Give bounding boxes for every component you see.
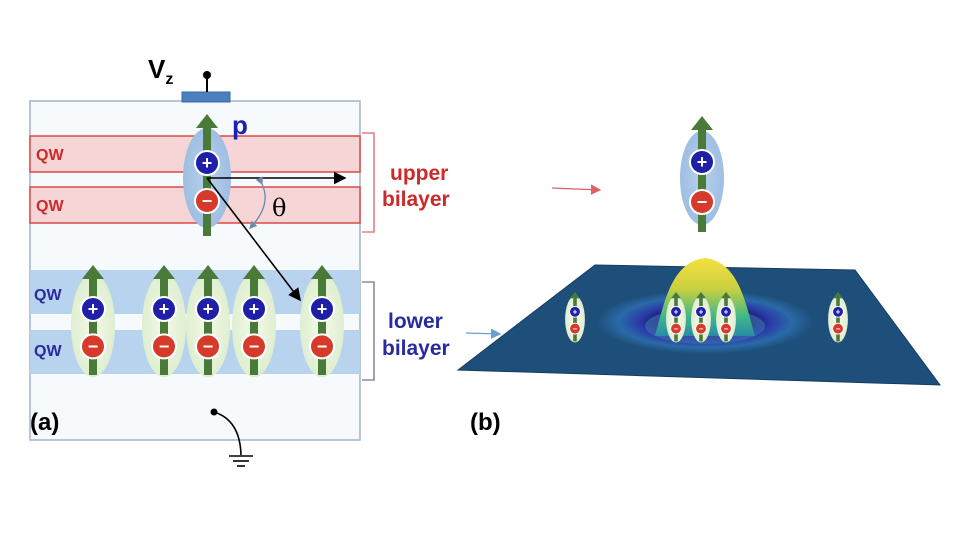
minus-charge: [832, 322, 844, 335]
plus-charge: [309, 296, 335, 322]
ground-wire: [213, 411, 242, 456]
plus-charge: [689, 149, 715, 175]
minus-sign: −: [88, 336, 99, 356]
lower-dipole: +−: [232, 265, 276, 378]
gate-terminal: [203, 71, 211, 79]
minus-charge: [151, 333, 177, 360]
plus-sign: +: [88, 299, 99, 319]
plus-charge: [151, 296, 177, 322]
svg-text:+: +: [697, 152, 708, 172]
minus-charge: [695, 322, 707, 335]
plus-charge: [832, 305, 844, 318]
bilayer-legend: upper bilayer lower bilayer: [362, 132, 602, 381]
minus-charge: [309, 333, 335, 360]
lower-dipole: +−: [71, 265, 115, 378]
plus-charge: [195, 296, 221, 322]
lower-bilayer-label-2: bilayer: [382, 337, 450, 360]
upper-pointer-arrow: [551, 184, 602, 195]
plus-sign: +: [724, 308, 729, 317]
plus-sign: +: [317, 299, 328, 319]
panel-b: + − +−+−+−+−+− (b): [456, 116, 942, 436]
upper-qw-label-2: QW: [36, 198, 64, 215]
lower-dipoles: +−+−+−+−+−: [71, 265, 344, 378]
minus-sign: −: [317, 336, 328, 356]
minus-sign: −: [724, 324, 729, 333]
minus-charge: [569, 322, 581, 335]
plus-charge: [241, 296, 267, 322]
upper-bilayer-label-2: bilayer: [382, 188, 450, 211]
minus-charge: [241, 333, 267, 360]
plus-sign: +: [699, 308, 704, 317]
surface-dipole: +−: [565, 292, 585, 343]
plus-charge: [194, 150, 220, 176]
lower-pointer-arrow: [465, 328, 502, 339]
upper-bilayer-label-1: upper: [390, 162, 448, 185]
surface-dipole: +−: [691, 292, 711, 343]
minus-charge: [670, 322, 682, 335]
minus-sign: −: [699, 324, 704, 333]
plus-sign: +: [203, 299, 214, 319]
plus-sign: +: [159, 299, 170, 319]
lower-dipole: +−: [300, 265, 344, 378]
angle-arc: [249, 176, 266, 229]
plus-sign: +: [249, 299, 260, 319]
minus-sign: −: [836, 324, 841, 333]
minus-sign: −: [674, 324, 679, 333]
ground-icon: [229, 455, 253, 467]
plus-charge: [670, 305, 682, 318]
minus-charge: [194, 188, 220, 214]
lower-dipole: +−: [186, 265, 230, 378]
minus-sign: −: [573, 324, 578, 333]
plus-charge: [720, 305, 732, 318]
gate-voltage-label: Vz: [148, 54, 173, 88]
upper-qw-label-1: QW: [36, 147, 64, 164]
interaction-arrow: [206, 177, 301, 302]
surface-dipole: +−: [666, 292, 686, 343]
minus-sign: −: [159, 336, 170, 356]
panel-a-label: (a): [30, 409, 59, 436]
plus-sign: +: [836, 308, 841, 317]
panel-a: Vz QW QW QW QW + − p θ +−+−+−+−+−: [29, 54, 361, 467]
angle-label: θ: [272, 194, 286, 222]
svg-text:+: +: [202, 153, 213, 173]
dipole-moment-label: p: [232, 110, 248, 140]
surface-dipoles: +−+−+−+−+−: [565, 292, 848, 343]
plus-charge: [695, 305, 707, 318]
plus-charge: [80, 296, 106, 322]
lower-bilayer-label-1: lower: [388, 310, 443, 333]
minus-charge: [80, 333, 106, 360]
minus-charge: [689, 189, 715, 215]
upper-dipole-b: + −: [680, 116, 724, 232]
minus-sign: −: [249, 336, 260, 356]
minus-charge: [720, 322, 732, 335]
minus-charge: [195, 333, 221, 360]
lower-dipole: +−: [142, 265, 186, 378]
plus-charge: [569, 305, 581, 318]
minus-sign: −: [203, 336, 214, 356]
svg-text:−: −: [202, 191, 213, 211]
upper-bilayer-bracket: [362, 132, 375, 233]
plus-sign: +: [674, 308, 679, 317]
surface-dipole: +−: [716, 292, 736, 343]
gate-electrode: [181, 91, 231, 103]
lower-bilayer-bracket: [362, 281, 375, 381]
plus-sign: +: [573, 308, 578, 317]
lower-qw-label-1: QW: [34, 287, 62, 304]
panel-b-label: (b): [470, 409, 501, 436]
surface-dipole: +−: [828, 292, 848, 343]
lower-qw-label-2: QW: [34, 343, 62, 360]
svg-text:−: −: [697, 192, 708, 212]
